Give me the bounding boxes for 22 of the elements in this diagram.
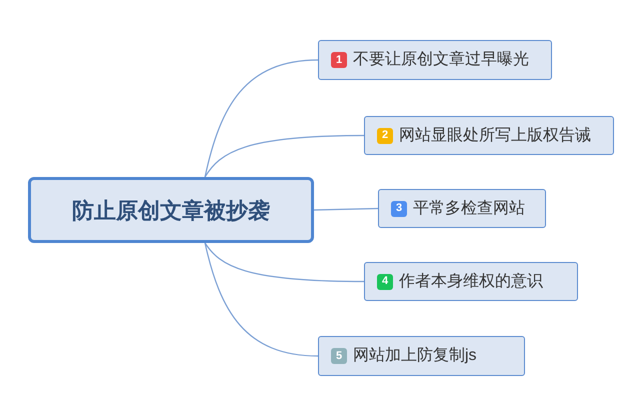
root-topic-box [28, 177, 314, 243]
subtopic-box [318, 40, 552, 80]
connector-line [204, 242, 364, 282]
subtopic-text: 网站显眼处所写上版权告诫 [399, 126, 591, 146]
subtopic-text: 不要让原创文章过早曝光 [353, 50, 529, 70]
number-badge: 3 [391, 200, 407, 216]
subtopic-box [378, 189, 546, 228]
connector-line [314, 208, 378, 211]
subtopic-text: 网站加上防复制js [353, 346, 477, 366]
number-badge: 1 [331, 52, 347, 68]
connector-line [204, 134, 364, 178]
number-badge: 5 [331, 348, 347, 364]
subtopic-text: 作者本身维权的意识 [399, 272, 543, 292]
subtopic-box [318, 336, 525, 376]
subtopic-text: 平常多检查网站 [413, 198, 525, 218]
connector-line [204, 242, 318, 357]
number-badge: 4 [377, 274, 393, 290]
number-badge: 2 [377, 128, 393, 144]
subtopic-box [364, 116, 614, 155]
connector-line [204, 59, 318, 178]
subtopic-box [364, 262, 578, 301]
topic-title: 防止原创文章被抄袭 [72, 196, 270, 224]
